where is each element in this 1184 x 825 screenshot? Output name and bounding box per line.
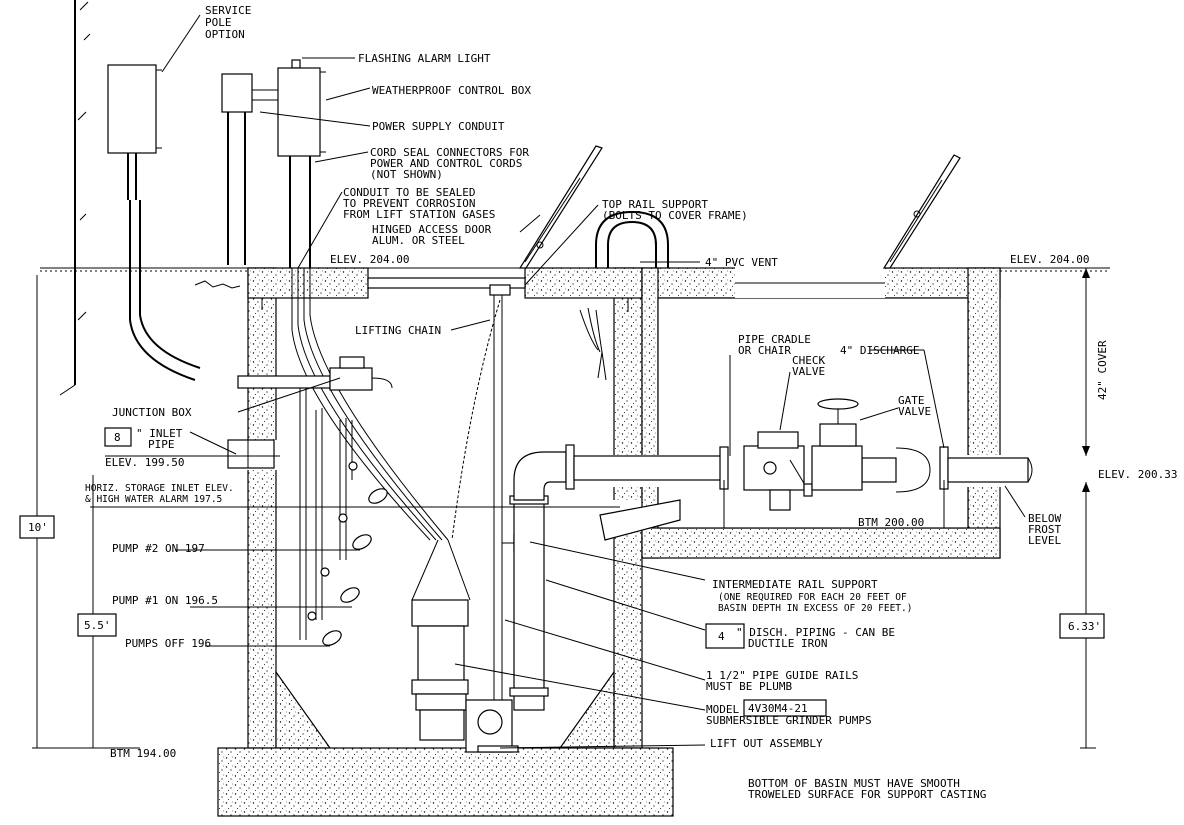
label-service-pole-2: POLE xyxy=(205,16,232,29)
label-cover-42: 42" COVER xyxy=(1096,340,1109,400)
label-discharge-4in: 4" DISCHARGE xyxy=(840,344,919,357)
label-submersible: SUBMERSIBLE GRINDER PUMPS xyxy=(706,714,872,727)
label-service-pole-3: OPTION xyxy=(205,28,245,41)
label-junction-box: JUNCTION BOX xyxy=(112,406,192,419)
label-lift-out: LIFT OUT ASSEMBLY xyxy=(710,737,823,750)
dim-55-box xyxy=(77,613,117,637)
label-cord-seal-1: CORD SEAL CONNECTORS FOR xyxy=(370,146,529,159)
label-below-frost-1: BELOW xyxy=(1028,512,1061,525)
label-hinged-door-1: HINGED ACCESS DOOR xyxy=(372,223,492,236)
hinged-door-right xyxy=(882,154,961,269)
leader-lines xyxy=(90,14,1026,749)
label-inlet-pipe-2: PIPE xyxy=(148,438,175,451)
label-guide-rails-1: 1 1/2" PIPE GUIDE RAILS xyxy=(706,669,858,682)
check-valve xyxy=(743,431,813,511)
label-top-rail-2: (BOLTS TO COVER FRAME) xyxy=(602,209,748,222)
pipe-cradles xyxy=(723,480,945,528)
label-disch-piping-1: " DISCH. PIPING - CAN BE xyxy=(736,626,895,639)
label-power-supply-conduit: POWER SUPPLY CONDUIT xyxy=(372,120,505,133)
label-dim-633: 6.33' xyxy=(1068,620,1101,633)
label-horiz-storage-1: HORIZ. STORAGE INLET ELEV. xyxy=(85,483,234,494)
label-check-valve-1: CHECK xyxy=(792,354,825,367)
base-slab xyxy=(217,747,674,817)
wire-bundle xyxy=(579,307,607,381)
label-horiz-storage-2: & HIGH WATER ALARM 197.5 xyxy=(85,494,222,505)
label-elev-inlet: ELEV. 199.50 xyxy=(105,456,184,469)
label-lifting-chain: LIFTING CHAIN xyxy=(355,324,441,337)
label-cord-seal-3: (NOT SHOWN) xyxy=(370,168,443,181)
storage-inlet xyxy=(599,499,681,541)
label-intermediate-1: INTERMEDIATE RAIL SUPPORT xyxy=(712,578,878,591)
label-gate-valve-2: VALVE xyxy=(898,405,931,418)
lifting-chain xyxy=(451,299,501,541)
inlet-size-box xyxy=(104,427,132,447)
label-gate-valve-1: GATE xyxy=(898,394,925,407)
label-pipe-cradle-1: PIPE CRADLE xyxy=(738,333,811,346)
label-intermediate-3: BASIN DEPTH IN EXCESS OF 20 FEET.) xyxy=(718,603,912,614)
label-weatherproof-control-box: WEATHERPROOF CONTROL BOX xyxy=(372,84,531,97)
wet-well-cover-frame xyxy=(367,277,526,289)
label-model-number: 4V30M4-21 xyxy=(748,702,808,715)
gate-valve xyxy=(811,398,863,491)
label-bottom-note-2: TROWELED SURFACE FOR SUPPORT CASTING xyxy=(748,788,986,801)
label-pump1: PUMP #1 ON 196.5 xyxy=(112,594,218,607)
label-elev-right: ELEV. 204.00 xyxy=(1010,253,1089,266)
label-flashing-alarm-light: FLASHING ALARM LIGHT xyxy=(358,52,491,65)
label-dim-55: 5.5' xyxy=(84,619,111,632)
label-top-rail-1: TOP RAIL SUPPORT xyxy=(602,198,708,211)
label-conduit-sealed-3: FROM LIFT STATION GASES xyxy=(343,208,495,221)
junction-box xyxy=(237,356,393,391)
dim-10-box xyxy=(19,515,55,539)
diagram-labels: SERVICE POLE OPTION FLASHING ALARM LIGHT… xyxy=(19,4,1177,801)
pvc-vent xyxy=(595,210,669,268)
label-elev-discharge: ELEV. 200.33 xyxy=(1098,468,1177,481)
dim-633-box xyxy=(1059,613,1105,639)
label-below-frost-3: LEVEL xyxy=(1028,534,1061,547)
label-disch-size: 4 xyxy=(718,630,725,643)
label-service-pole-1: SERVICE xyxy=(205,4,251,17)
label-check-valve-2: VALVE xyxy=(792,365,825,378)
valve-vault xyxy=(641,266,1001,559)
disch-size-box xyxy=(705,623,745,649)
label-hinged-door-2: ALUM. OR STEEL xyxy=(372,234,465,247)
service-pole xyxy=(59,0,91,396)
label-btm-200: BTM 200.00 xyxy=(858,516,924,529)
label-pipe-cradle-2: OR CHAIR xyxy=(738,344,791,357)
cords xyxy=(291,268,449,646)
hinged-door-left xyxy=(518,145,603,269)
label-conduit-sealed-2: TO PREVENT CORROSION xyxy=(343,197,475,210)
label-bottom-note-1: BOTTOM OF BASIN MUST HAVE SMOOTH xyxy=(748,777,960,790)
label-below-frost-2: FROST xyxy=(1028,523,1061,536)
label-elev-left: ELEV. 204.00 xyxy=(330,253,409,266)
label-intermediate-2: (ONE REQUIRED FOR EACH 20 FEET OF xyxy=(718,592,907,603)
label-pvc-vent: 4" PVC VENT xyxy=(705,256,778,269)
label-guide-rails-2: MUST BE PLUMB xyxy=(706,680,792,693)
control-box xyxy=(221,59,326,268)
service-pole-box xyxy=(107,64,201,381)
label-cord-seal-2: POWER AND CONTROL CORDS xyxy=(370,157,522,170)
model-number-box xyxy=(743,699,827,717)
label-disch-piping-2: DUCTILE IRON xyxy=(748,637,827,650)
discharge-piping xyxy=(509,444,1033,711)
label-dim-10: 10' xyxy=(28,521,48,534)
label-conduit-sealed-1: CONDUIT TO BE SEALED xyxy=(343,186,475,199)
submersible-pump xyxy=(411,539,513,753)
label-btm-194: BTM 194.00 xyxy=(110,747,176,760)
label-model: MODEL xyxy=(706,703,739,716)
label-inlet-pipe-1: " INLET xyxy=(136,427,183,440)
label-pumps-off: PUMPS OFF 196 xyxy=(125,637,211,650)
lift-out-assembly xyxy=(477,745,519,753)
label-inlet-size: 8 xyxy=(114,431,121,444)
label-pump2: PUMP #2 ON 197 xyxy=(112,542,205,555)
